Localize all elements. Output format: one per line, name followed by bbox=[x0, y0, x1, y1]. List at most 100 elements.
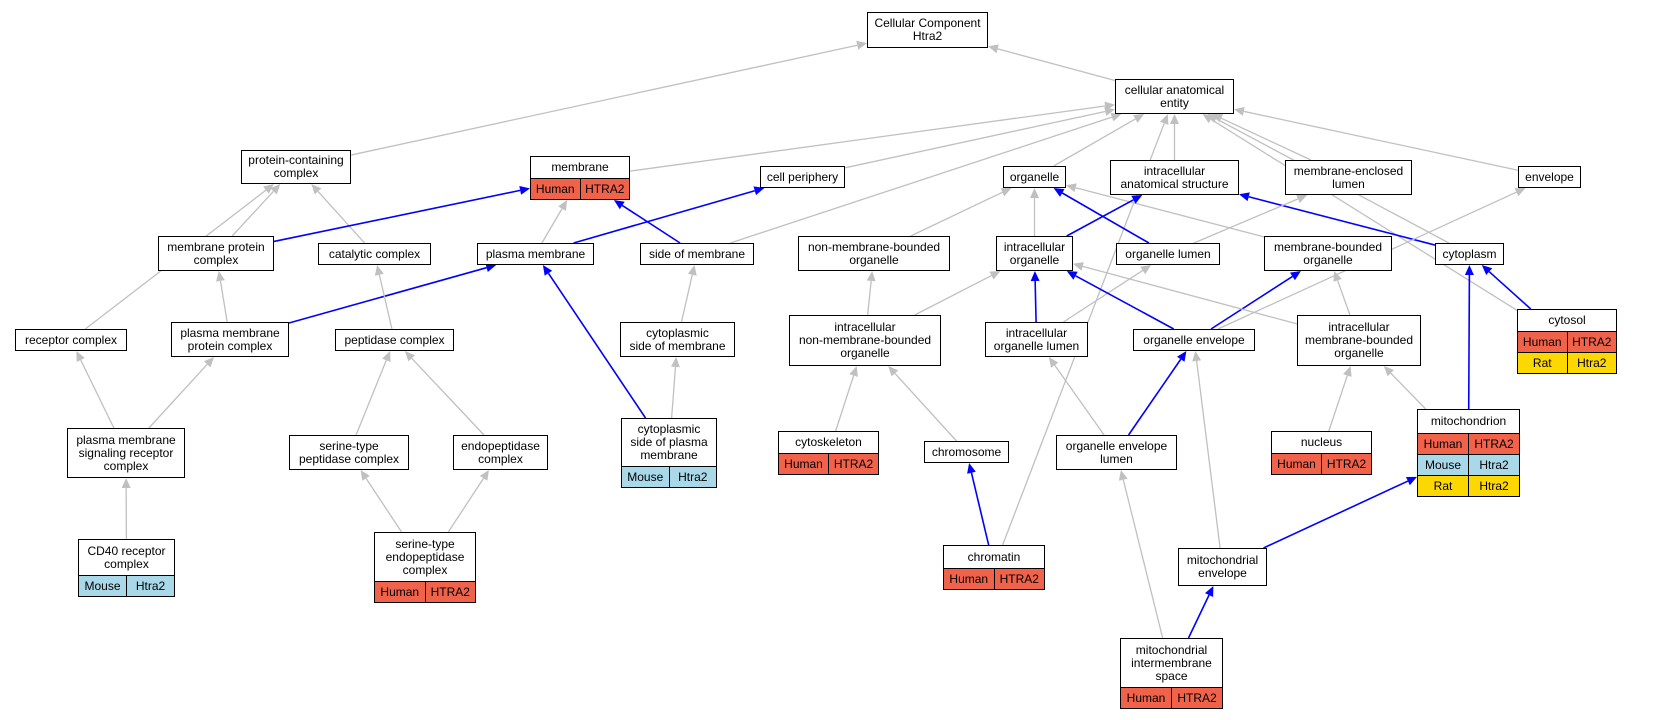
edge-is-a bbox=[1122, 479, 1164, 639]
edge-arrowhead bbox=[1030, 271, 1040, 282]
node-organelle-envelope[interactable]: organelle envelope bbox=[1133, 329, 1255, 351]
edge-arrowhead bbox=[687, 265, 697, 276]
node-membrane-bounded-organelle[interactable]: membrane-bounded organelle bbox=[1264, 236, 1392, 271]
edge-arrowhead bbox=[404, 351, 415, 362]
node-plasma-membrane-protein-complex[interactable]: plasma membrane protein complex bbox=[171, 322, 289, 357]
edge-is-a bbox=[914, 274, 992, 316]
species-cell: Human bbox=[1272, 454, 1321, 474]
node-label: organelle envelope lumen bbox=[1065, 438, 1168, 466]
edge-is-a bbox=[350, 44, 858, 156]
node-label: membrane bbox=[551, 160, 609, 174]
node-label: chromosome bbox=[931, 444, 1002, 459]
gene-cell: HTRA2 bbox=[1566, 332, 1616, 352]
node-protein-containing-complex[interactable]: protein-containing complex bbox=[241, 150, 351, 184]
gene-cell: Htra2 bbox=[1566, 353, 1616, 373]
node-endopeptidase-complex[interactable]: endopeptidase complex bbox=[453, 435, 548, 470]
gene-cell: HTRA2 bbox=[1468, 434, 1519, 454]
node-intracellular-membrane-bounded-organelle[interactable]: intracellular membrane-bounded organelle bbox=[1297, 315, 1421, 366]
node-non-membrane-bounded-organelle[interactable]: non-membrane-bounded organelle bbox=[798, 236, 950, 271]
gene-cell: HTRA2 bbox=[1171, 688, 1222, 708]
edge-part-of bbox=[273, 189, 521, 243]
edge-arrowhead bbox=[1073, 262, 1084, 271]
node-label: peptidase complex bbox=[344, 332, 445, 347]
edge-arrowhead bbox=[1140, 265, 1152, 275]
edge-is-a bbox=[1328, 375, 1348, 432]
node-serine-type-peptidase-complex[interactable]: serine-type peptidase complex bbox=[289, 435, 409, 470]
node-chromosome[interactable]: chromosome bbox=[924, 441, 1009, 463]
node-organelle[interactable]: organelle bbox=[1003, 166, 1066, 188]
node-membrane-enclosed-lumen[interactable]: membrane-enclosed lumen bbox=[1285, 160, 1412, 195]
node-cytoplasmic-side-of-membrane[interactable]: cytoplasmic side of membrane bbox=[620, 322, 735, 357]
node-label: mitochondrial envelope bbox=[1186, 553, 1259, 580]
species-cell: Human bbox=[1518, 332, 1567, 352]
node-plasma-membrane[interactable]: plasma membrane bbox=[477, 243, 594, 265]
node-catalytic-complex[interactable]: catalytic complex bbox=[318, 243, 431, 265]
edge-is-a bbox=[148, 363, 208, 429]
node-cell-periphery[interactable]: cell periphery bbox=[760, 166, 845, 188]
edge-part-of bbox=[1467, 274, 1471, 410]
node-label: intracellular non-membrane-bounded organ… bbox=[798, 320, 932, 360]
edge-arrowhead bbox=[849, 366, 858, 377]
edge-arrowhead bbox=[479, 470, 489, 481]
edge-arrowhead bbox=[1202, 114, 1214, 124]
edge-is-a bbox=[1210, 118, 1518, 311]
node-peptidase-complex[interactable]: peptidase complex bbox=[335, 329, 454, 351]
node-intracellular-organelle[interactable]: intracellular organelle bbox=[996, 236, 1073, 271]
node-label: side of membrane bbox=[648, 246, 746, 261]
node-side-of-membrane[interactable]: side of membrane bbox=[640, 243, 754, 265]
node-intracellular-organelle-lumen[interactable]: intracellular organelle lumen bbox=[985, 322, 1088, 357]
edge-is-a bbox=[670, 366, 677, 419]
edge-part-of bbox=[1075, 275, 1175, 330]
node-label: cytosol bbox=[1548, 313, 1586, 327]
edge-arrowhead bbox=[989, 271, 1001, 280]
node-organelle-lumen[interactable]: organelle lumen bbox=[1116, 243, 1220, 265]
node-label: plasma membrane signaling receptor compl… bbox=[76, 432, 176, 473]
edge-arrowhead bbox=[1464, 265, 1474, 275]
node-label: mitochondrion bbox=[1430, 414, 1507, 428]
node-intracellular-anatomical-structure[interactable]: intracellular anatomical structure bbox=[1110, 160, 1239, 195]
edge-arrowhead bbox=[1066, 183, 1077, 193]
edge-arrowhead bbox=[203, 357, 214, 368]
node-cytoplasmic-side-of-plasma-membrane[interactable]: cytoplasmic side of plasma membrane Mous… bbox=[621, 418, 717, 488]
node-cellular-anatomical-entity[interactable]: cellular anatomical entity bbox=[1115, 79, 1234, 114]
gene-cell: Htra2 bbox=[1468, 455, 1519, 475]
node-label: organelle lumen bbox=[1125, 246, 1211, 261]
node-label: cytoplasm bbox=[1442, 246, 1497, 261]
node-cytoplasm[interactable]: cytoplasm bbox=[1435, 243, 1504, 265]
edge-arrowhead bbox=[1048, 357, 1059, 368]
species-cell: Human bbox=[944, 569, 994, 589]
species-cell: Human bbox=[1418, 434, 1468, 454]
edge-is-a bbox=[997, 48, 1116, 82]
node-cellular-component[interactable]: Cellular Component Htra2 bbox=[867, 12, 988, 48]
node-envelope[interactable]: envelope bbox=[1518, 166, 1581, 188]
edge-arrowhead bbox=[1192, 351, 1202, 362]
node-mitochondrial-envelope[interactable]: mitochondrial envelope bbox=[1178, 548, 1267, 586]
edge-arrowhead bbox=[76, 351, 85, 362]
species-cell: Mouse bbox=[1418, 455, 1468, 475]
edge-arrowhead bbox=[1133, 114, 1145, 123]
node-organelle-envelope-lumen[interactable]: organelle envelope lumen bbox=[1056, 435, 1177, 470]
node-membrane-protein-complex[interactable]: membrane protein complex bbox=[158, 236, 274, 271]
node-receptor-complex[interactable]: receptor complex bbox=[15, 329, 127, 351]
edge-is-a bbox=[1054, 364, 1105, 436]
node-label: Cellular Component Htra2 bbox=[874, 16, 981, 43]
node-plasma-membrane-signaling-receptor-complex[interactable]: plasma membrane signaling receptor compl… bbox=[67, 428, 185, 478]
node-label: serine-type peptidase complex bbox=[298, 438, 400, 466]
node-intracellular-non-membrane-bounded-organelle[interactable]: intracellular non-membrane-bounded organ… bbox=[789, 315, 941, 366]
edge-arrowhead bbox=[311, 184, 322, 195]
edge-arrowhead bbox=[542, 265, 553, 276]
